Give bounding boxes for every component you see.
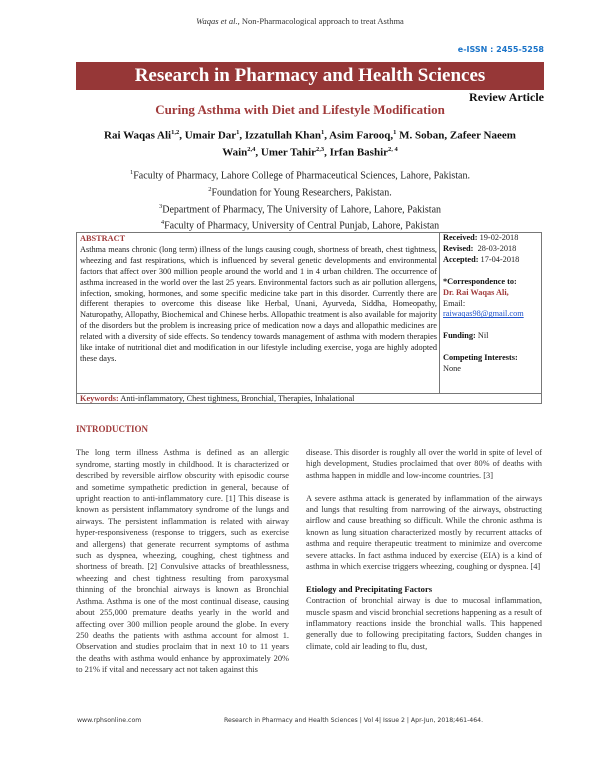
journal-banner: Research in Pharmacy and Health Sciences	[76, 62, 544, 90]
accepted-date: 17-04-2018	[478, 254, 520, 264]
competing-interests-value: None	[443, 364, 461, 374]
revised: Revised: 28-03-2018	[443, 244, 542, 255]
author: , Irfan Bashir	[324, 146, 389, 159]
paragraph: disease. This disorder is roughly all ov…	[306, 448, 542, 480]
author: , Izzatullah Khan	[239, 129, 322, 142]
email-link[interactable]: raiwaqas98@gmail.com	[443, 309, 524, 319]
author-sup: 1,2	[171, 129, 180, 136]
keywords-label: Keywords:	[80, 394, 119, 403]
affiliation: 2Foundation for Young Researchers, Pakis…	[0, 183, 600, 200]
author-sup: 1	[236, 129, 240, 136]
funding-value: Nil	[475, 331, 489, 341]
introduction-heading: INTRODUCTION	[76, 424, 149, 434]
correspondent-name: Dr. Rai Waqas Ali,	[443, 287, 509, 297]
funding: Funding: Nil	[443, 331, 542, 342]
competing-interests-label: Competing Interests:	[443, 353, 518, 363]
received-label: Received:	[443, 233, 478, 242]
affiliations: 1Faculty of Pharmacy, Lahore College of …	[0, 166, 600, 233]
affiliation-sup: 2	[208, 185, 212, 193]
author-list: Rai Waqas Ali1,2, Umair Dar1, Izzatullah…	[80, 126, 540, 159]
left-column: INTRODUCTION The long term illness Asthm…	[76, 424, 289, 687]
running-header-subject: , Non-Pharmacological approach to treat …	[237, 16, 404, 26]
paragraph: A severe asthma attack is generated by i…	[306, 493, 542, 572]
funding-label: Funding:	[443, 331, 476, 341]
revised-label: Revised:	[443, 243, 474, 253]
etiology-heading: Etiology and Precipitating Factors	[306, 583, 433, 594]
article-type: Review Article	[469, 90, 544, 104]
affiliation-text: Faculty of Pharmacy, Lahore College of P…	[133, 170, 470, 182]
right-column: disease. This disorder is roughly all ov…	[306, 447, 542, 664]
keywords-text: Anti-inflammatory, Chest tightness, Bron…	[118, 394, 355, 403]
abstract-box: ABSTRACT Asthma means chronic (long term…	[76, 232, 542, 404]
running-header-author: Waqas et al.	[196, 16, 238, 26]
running-header: Waqas et al., Non-Pharmacological approa…	[0, 16, 600, 26]
author-sup: 2,3	[316, 145, 325, 153]
intro-paragraph: The long term illness Asthma is defined …	[76, 448, 289, 675]
accepted-label: Accepted:	[443, 254, 479, 264]
author: Wain	[222, 146, 248, 159]
affiliation: 1Faculty of Pharmacy, Lahore College of …	[0, 166, 600, 183]
author: , Umair Dar	[179, 129, 237, 142]
abstract-heading: ABSTRACT	[80, 234, 126, 243]
affiliation-sup: 4	[160, 219, 165, 227]
article-title: Curing Asthma with Diet and Lifestyle Mo…	[155, 102, 445, 117]
author-line-2: Wain2,4, Umer Tahir2,3, Irfan Bashir2, 4	[80, 143, 540, 160]
revised-date: 28-03-2018	[473, 243, 517, 253]
affiliation-sup: 3	[158, 202, 163, 210]
affiliation-sup: 1	[130, 169, 134, 176]
affiliation-text: Faculty of Pharmacy, University of Centr…	[164, 220, 440, 232]
abstract: ABSTRACT Asthma means chronic (long term…	[80, 234, 437, 365]
keywords: Keywords: Anti-inflammatory, Chest tight…	[77, 393, 541, 404]
article-info: Received: 19-02-2018 Revised: 28-03-2018…	[439, 233, 542, 393]
correspondence-label: *Correspondence to:	[443, 276, 517, 286]
author: Rai Waqas Ali	[104, 129, 172, 142]
author-sup: 2,4	[247, 145, 256, 153]
abstract-text: Asthma means chronic (long term) illness…	[80, 244, 437, 363]
received: Received: 19-02-2018	[443, 233, 542, 244]
issn: e-ISSN : 2455-5258	[457, 45, 544, 54]
author-line-1: Rai Waqas Ali1,2, Umair Dar1, Izzatullah…	[80, 126, 540, 143]
email-label: Email:	[443, 298, 466, 308]
footer-website: www.rphsonline.com	[77, 717, 142, 724]
author: M. Soban, Zafeer Naeem	[396, 129, 516, 142]
affiliation-text: Foundation for Young Researchers, Pakist…	[211, 187, 392, 199]
affiliation: 4Faculty of Pharmacy, University of Cent…	[0, 216, 600, 233]
affiliation-text: Department of Pharmacy, The University o…	[162, 203, 442, 215]
author: , Asim Farooq,	[324, 129, 394, 142]
received-date: 19-02-2018	[477, 233, 519, 242]
author-sup: 1	[321, 129, 325, 136]
affiliation: 3Department of Pharmacy, The University …	[0, 200, 600, 217]
footer-citation: Research in Pharmacy and Health Sciences…	[224, 717, 484, 724]
etiology-paragraph: Contraction of bronchial airway is due t…	[306, 596, 542, 651]
author-sup: 1	[393, 129, 397, 136]
author: , Umer Tahir	[255, 146, 317, 159]
accepted: Accepted: 17-04-2018	[443, 255, 542, 266]
author-sup: 2, 4	[388, 145, 398, 153]
